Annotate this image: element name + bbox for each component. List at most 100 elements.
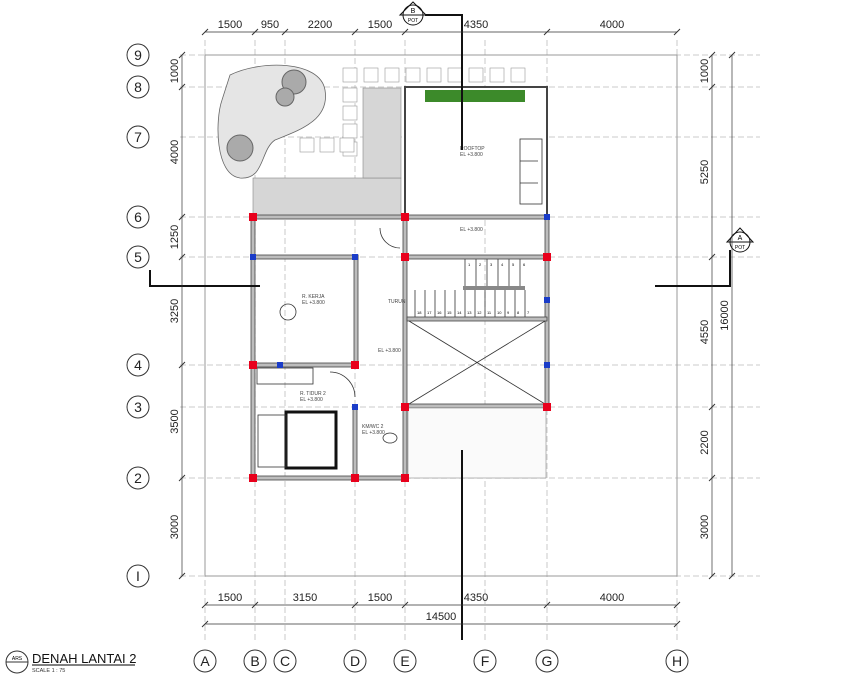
hatched-deck	[252, 177, 402, 217]
dimension-tick	[708, 253, 716, 261]
section-letter: B	[411, 8, 416, 15]
svg-text:3: 3	[134, 399, 142, 415]
dimension-label: 1500	[218, 592, 242, 604]
paving-stone	[299, 137, 315, 153]
dimension-label: 3000	[699, 515, 711, 539]
paving-stone	[342, 67, 358, 83]
svg-text:C: C	[280, 653, 290, 669]
grid-bubble-G: G	[535, 649, 559, 673]
terrace	[407, 407, 547, 479]
column-concrete	[351, 361, 359, 369]
elevation-label: EL +3.800	[460, 152, 483, 158]
dimension-label: 1500	[368, 19, 392, 31]
columns	[249, 213, 551, 482]
paving-stone	[342, 87, 358, 103]
column-concrete	[249, 361, 257, 369]
stair-step-number: 2	[479, 262, 482, 267]
dimension-tick	[708, 83, 716, 91]
drawing-scale: SCALE 1 : 75	[32, 668, 65, 674]
stair-step-number: 11	[487, 310, 492, 315]
stair-landing-rail	[463, 286, 525, 290]
stair-step-number: 15	[447, 310, 452, 315]
elevation-label: EL +3.800	[302, 300, 325, 306]
dimension-tick	[281, 28, 289, 36]
room-label-kerja: R. KERJA	[302, 294, 325, 300]
elevation-label: EL +3.800	[362, 430, 385, 436]
dimension-label: 14500	[426, 611, 457, 623]
svg-text:A: A	[200, 653, 210, 669]
dimension-tick	[728, 51, 736, 59]
dimension-label: 3150	[293, 592, 317, 604]
column-steel	[277, 362, 283, 368]
stair-step-number: 9	[507, 310, 510, 315]
tree-icon	[275, 87, 295, 107]
stepping-stones	[299, 67, 526, 157]
dimension-tick	[201, 28, 209, 36]
chair-icon	[279, 303, 297, 321]
column-concrete	[401, 253, 409, 261]
stair-step-number: 7	[527, 310, 530, 315]
svg-text:D: D	[350, 653, 360, 669]
dimension-tick	[201, 601, 209, 609]
dimension-label: 4350	[464, 19, 488, 31]
column-concrete	[543, 403, 551, 411]
section-mark-b: B POT	[398, 1, 428, 26]
door-swing	[379, 227, 401, 249]
grid-bubble-I: I	[126, 564, 150, 588]
paving-stone	[405, 67, 421, 83]
stair-step-number: 8	[517, 310, 520, 315]
stair-step-number: 16	[437, 310, 442, 315]
column-steel	[352, 254, 358, 260]
grid-bubble-C: C	[273, 649, 297, 673]
elevation-label: EL +3.800	[300, 397, 323, 403]
dimension-label: 4000	[600, 19, 624, 31]
dimension-tick	[178, 253, 186, 261]
dimension-label: 3000	[169, 515, 181, 539]
stair-step-number: 14	[457, 310, 462, 315]
dimension-label: 1500	[218, 19, 242, 31]
elevation-label: EL +3.800	[460, 227, 483, 233]
svg-text:B: B	[250, 653, 259, 669]
bed-icon	[257, 410, 338, 470]
paving-stone	[489, 67, 505, 83]
stair-step-number: 10	[497, 310, 502, 315]
dimension-tick	[708, 474, 716, 482]
grid-bubble-D: D	[343, 649, 367, 673]
column-concrete	[249, 213, 257, 221]
dimension-label: 3250	[169, 299, 181, 323]
title-block: ARS DENAH LANTAI 2 SCALE 1 : 75	[5, 650, 137, 674]
svg-text:7: 7	[134, 129, 142, 145]
stair-step-number: 5	[512, 262, 515, 267]
grid-bubble-5: 5	[126, 245, 150, 269]
dimension-label: 1500	[368, 592, 392, 604]
dimension-label: 950	[261, 19, 279, 31]
room-label-tidur: R. TIDUR 2	[300, 391, 326, 397]
paving-stone	[319, 137, 335, 153]
sofa-icon	[519, 138, 543, 205]
dimension-tick	[673, 620, 681, 628]
dimension-label: 1250	[169, 225, 181, 249]
grid-bubble-9: 9	[126, 43, 150, 67]
door-swing	[329, 371, 356, 398]
planter	[425, 90, 525, 102]
stair-step-number: 4	[501, 262, 504, 267]
dimension-tick	[178, 361, 186, 369]
column-concrete	[401, 403, 409, 411]
room-label-wc: KM/WC 2	[362, 424, 384, 430]
drawing-title: DENAH LANTAI 2	[32, 651, 137, 666]
dimension-label: 5250	[699, 160, 711, 184]
dimension-label: 2200	[699, 430, 711, 454]
section-line-b	[425, 14, 463, 640]
dimension-tick	[708, 572, 716, 580]
dimension-tick	[673, 28, 681, 36]
grid-bubble-A: A	[193, 649, 217, 673]
dimension-tick	[178, 83, 186, 91]
dimension-tick	[178, 474, 186, 482]
dimension-label: 16000	[719, 300, 731, 331]
paving-stone	[447, 67, 463, 83]
paving-stone	[363, 67, 379, 83]
stair-step-number: 18	[417, 310, 422, 315]
grid-bubble-4: 4	[126, 353, 150, 377]
dimension-tick	[708, 403, 716, 411]
